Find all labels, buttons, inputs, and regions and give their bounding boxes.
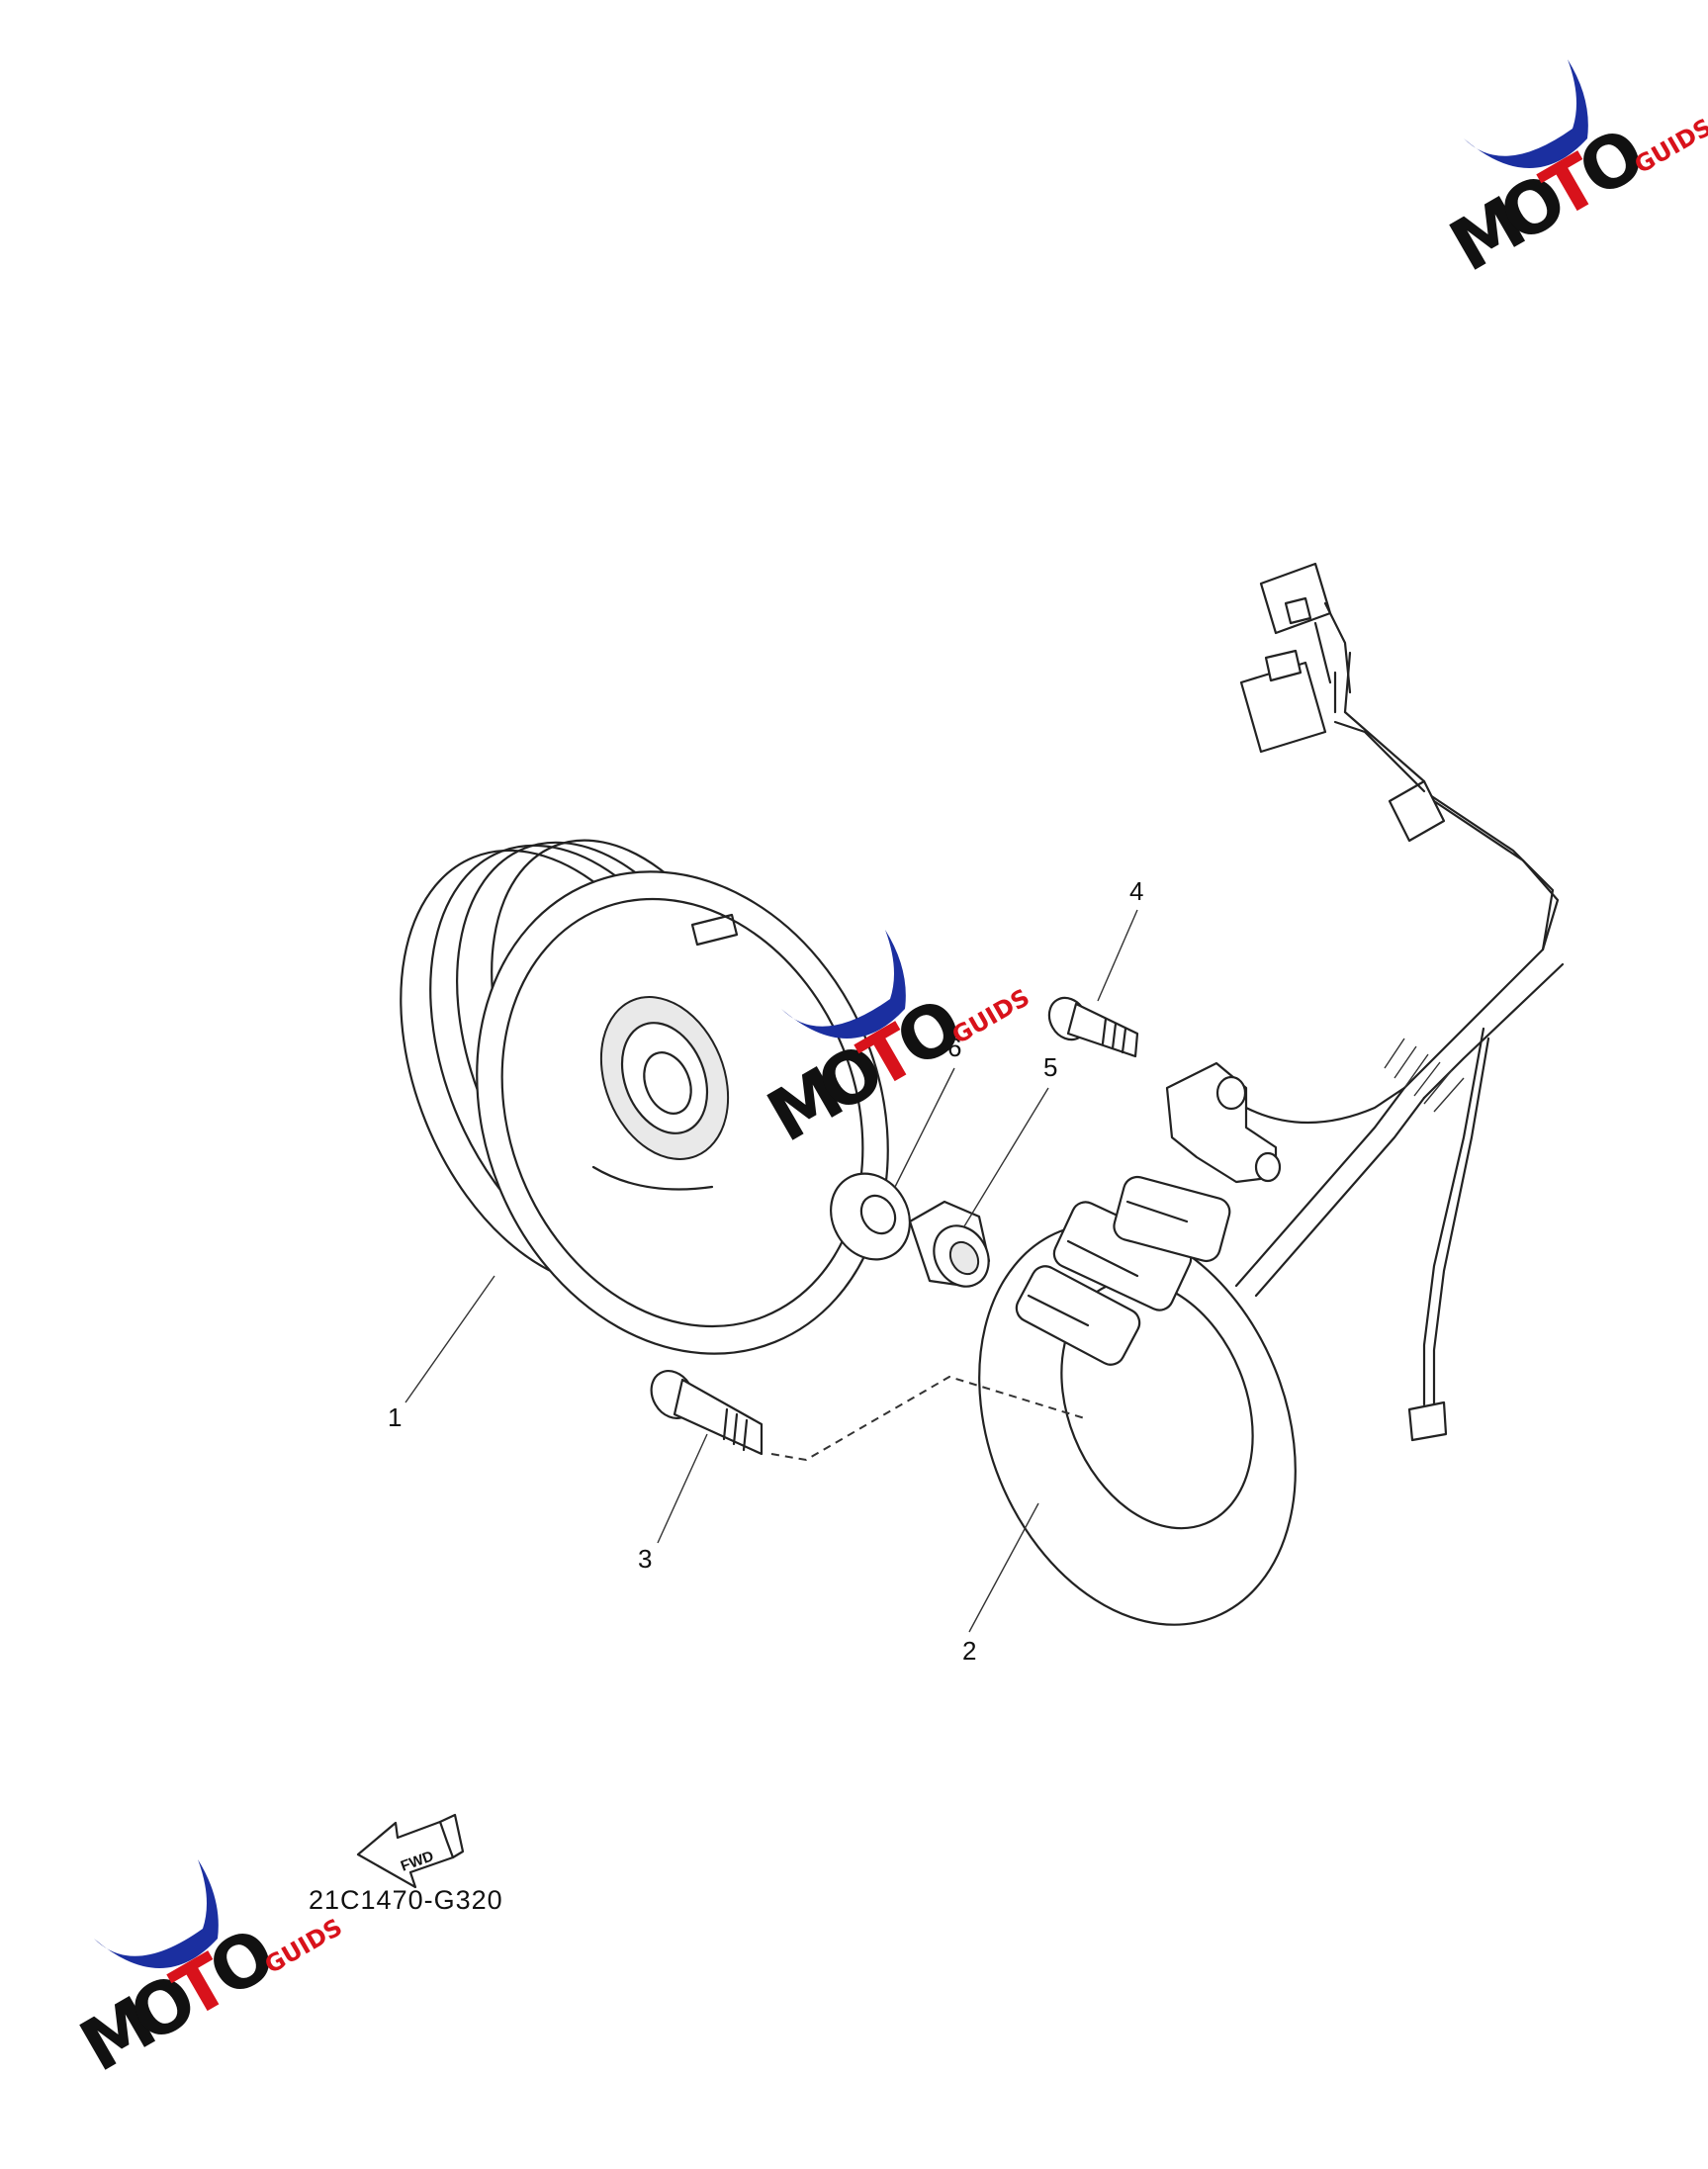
stator-assembly [978,1175,1297,1626]
svg-text:GUIDS: GUIDS [260,1913,347,1979]
pickup-coil [1165,1061,1282,1184]
fwd-arrow-icon: FWD [356,1813,465,1889]
watermark-logo-bottom-left: M O T O GUIDS [66,1859,347,2088]
stator-bolt [650,1370,764,1456]
callout-6: 6 [947,1033,961,1062]
wire-harness [1234,562,1565,1442]
callout-2: 2 [962,1636,976,1666]
svg-text:GUIDS: GUIDS [947,983,1034,1049]
washer [830,1172,911,1261]
drawing-code: 21C1470-G320 [309,1885,503,1915]
pickup-screw [1047,996,1139,1058]
callout-1: 1 [388,1402,402,1432]
callout-5: 5 [1043,1052,1057,1082]
callout-4: 4 [1129,876,1143,906]
nut [908,1200,991,1288]
watermark-logo-top-right: M O T O GUIDS [1436,59,1708,288]
callout-3: 3 [638,1544,652,1574]
svg-text:GUIDS: GUIDS [1630,113,1708,179]
flywheel-rotor [400,839,889,1355]
leader-lines [405,909,1138,1633]
